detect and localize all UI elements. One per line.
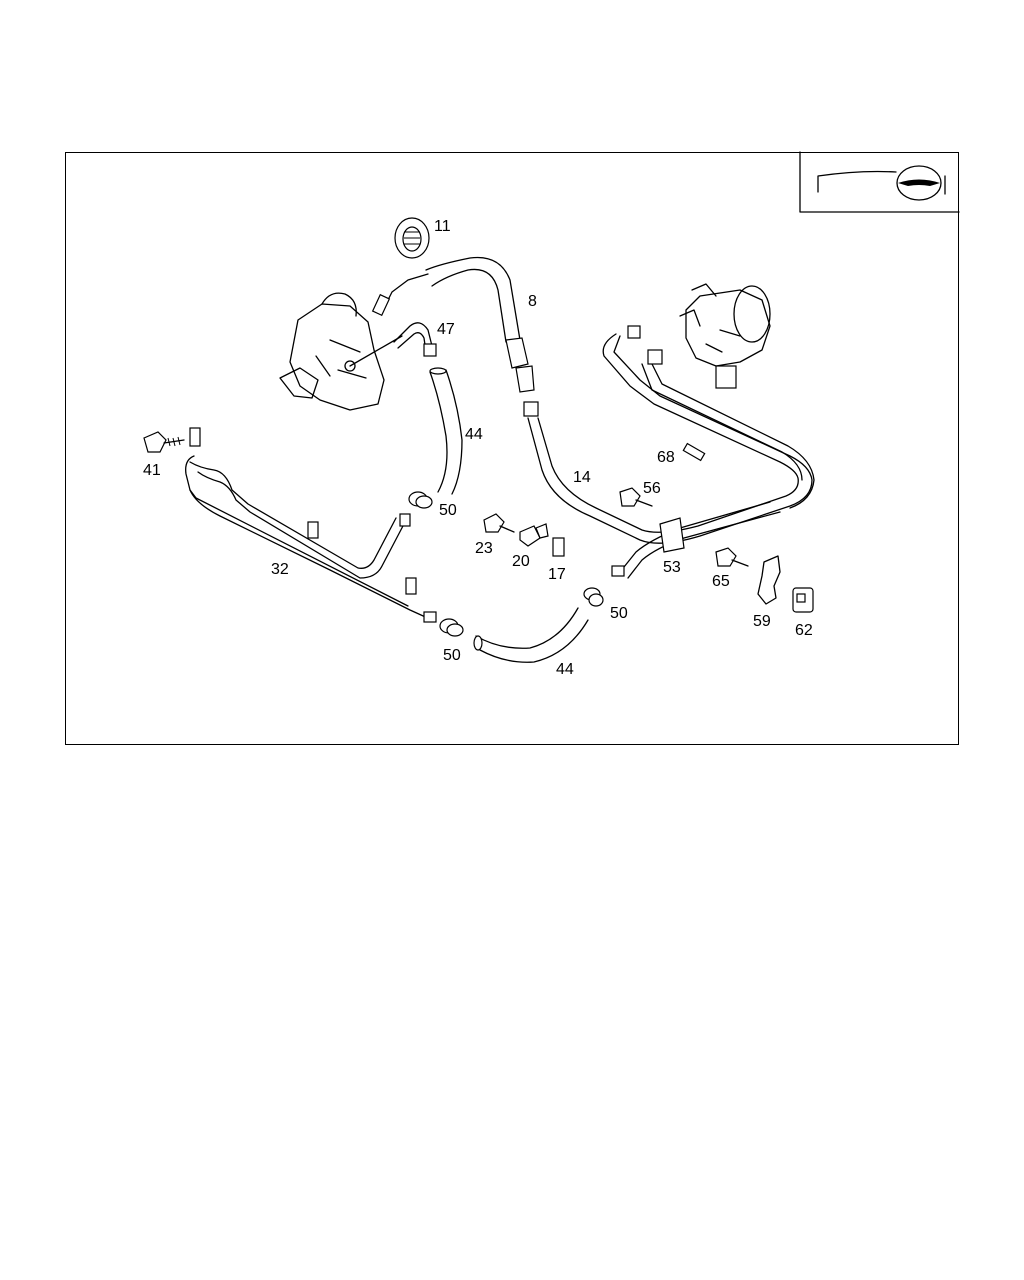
label-20: 20 — [512, 553, 530, 570]
part-50-clamp-b — [439, 618, 464, 637]
part-32-cooler-pipe — [185, 427, 437, 623]
label-62: 62 — [795, 622, 813, 639]
label-56: 56 — [643, 480, 661, 497]
label-23: 23 — [475, 540, 493, 557]
part-56-screw — [619, 487, 653, 507]
part-47-fitting — [393, 322, 437, 357]
steering-wheel-icon — [799, 151, 960, 213]
label-50-b: 50 — [443, 647, 461, 664]
steering-gear — [279, 292, 403, 411]
part-20-clip — [519, 523, 549, 547]
label-32: 32 — [271, 561, 289, 578]
label-17: 17 — [548, 566, 566, 583]
part-50-clamp-c — [583, 587, 604, 607]
part-11-ring — [394, 217, 430, 259]
label-65: 65 — [712, 573, 730, 590]
label-41: 41 — [143, 462, 161, 479]
part-23-screw — [483, 513, 515, 533]
label-59: 59 — [753, 613, 771, 630]
label-11: 11 — [434, 218, 451, 235]
part-44-return-hose-lower — [473, 607, 589, 663]
part-65-screw — [715, 547, 749, 567]
label-44-lower: 44 — [556, 661, 574, 678]
part-41-screw — [143, 431, 185, 453]
power-steering-pump — [679, 283, 771, 389]
label-53: 53 — [663, 559, 681, 576]
part-59-bracket — [757, 555, 781, 605]
part-68-pin — [682, 442, 706, 462]
part-62-rubber-mount — [792, 587, 814, 613]
label-47: 47 — [437, 321, 455, 338]
part-44-return-hose-upper — [429, 367, 463, 495]
part-53-pipe-with-bracket — [611, 349, 815, 579]
part-50-clamp-a — [408, 491, 433, 509]
label-8: 8 — [528, 293, 537, 310]
label-50-c: 50 — [610, 605, 628, 622]
part-14-return-pipe — [523, 325, 813, 544]
part-8-pressure-hose — [371, 256, 535, 393]
diagram-frame — [65, 152, 959, 745]
label-14: 14 — [573, 469, 591, 486]
part-17-sleeve — [552, 537, 565, 557]
label-50-a: 50 — [439, 502, 457, 519]
label-44-upper: 44 — [465, 426, 483, 443]
label-68: 68 — [657, 449, 675, 466]
